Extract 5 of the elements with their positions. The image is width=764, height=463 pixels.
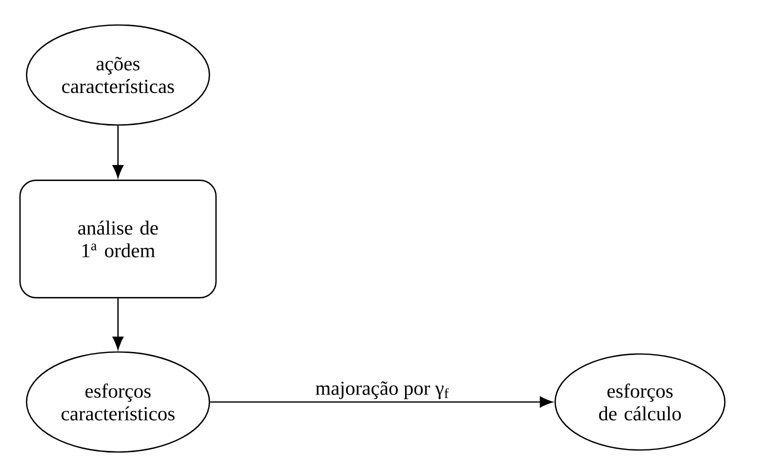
arrow xyxy=(112,298,124,350)
arrow xyxy=(112,126,124,178)
edge-label: majoração por γ$_{f}$ xyxy=(314,380,451,400)
arrow xyxy=(210,396,553,408)
process-box: análise de 1$^{a}$ ordem xyxy=(19,180,217,298)
